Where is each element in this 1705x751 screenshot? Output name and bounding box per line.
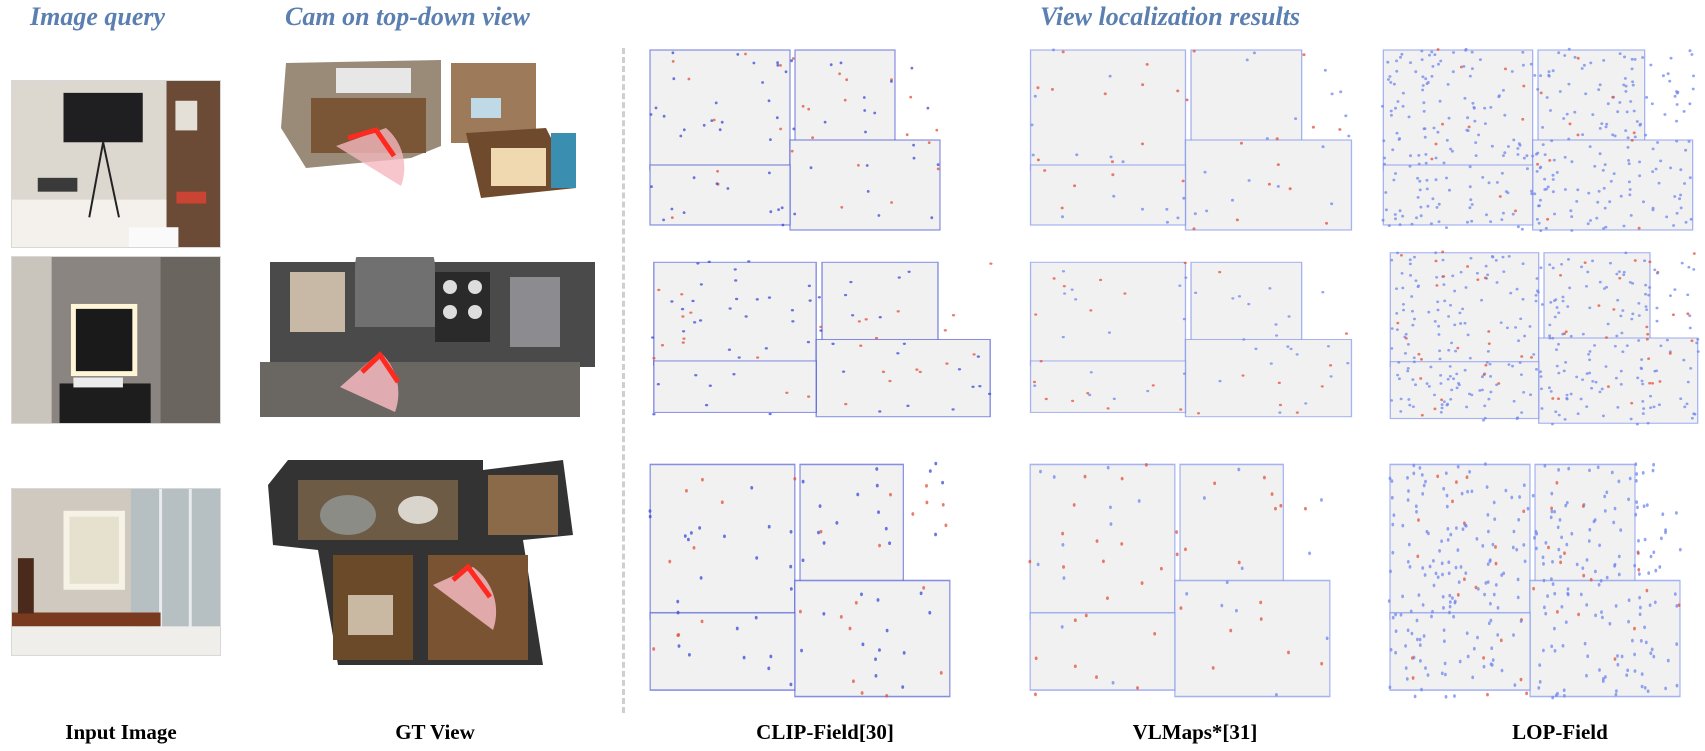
input-photo-row2	[11, 256, 221, 424]
header-view-localization: View localization results	[1040, 2, 1301, 31]
map-lop-field-row2	[1385, 248, 1703, 428]
map-lop-field-row3	[1385, 458, 1685, 703]
input-photo-row1	[11, 80, 221, 248]
gt-topdown-row1	[276, 58, 601, 200]
gt-topdown-row2	[260, 257, 600, 421]
map-vlmaps-row2	[1025, 258, 1357, 421]
header-image-query: Image query	[30, 2, 166, 31]
gt-topdown-row3	[268, 455, 578, 670]
label-gt-view: GT View	[395, 720, 475, 744]
label-lop-field: LOP-Field	[1512, 720, 1608, 744]
map-vlmaps-row1	[1025, 45, 1357, 235]
map-clip-field-row2	[648, 258, 996, 421]
map-clip-field-row3	[645, 458, 955, 703]
map-clip-field-row1	[645, 45, 945, 235]
label-vlmaps: VLMaps*[31]	[1132, 720, 1258, 744]
input-photo-row3	[11, 488, 221, 656]
column-divider	[622, 48, 625, 713]
label-clip-field: CLIP-Field[30]	[756, 720, 894, 744]
header-cam-top-down: Cam on top-down view	[285, 2, 530, 31]
map-lop-field-row1	[1378, 45, 1698, 235]
label-input-image: Input Image	[65, 720, 177, 744]
map-vlmaps-row3	[1025, 458, 1335, 703]
